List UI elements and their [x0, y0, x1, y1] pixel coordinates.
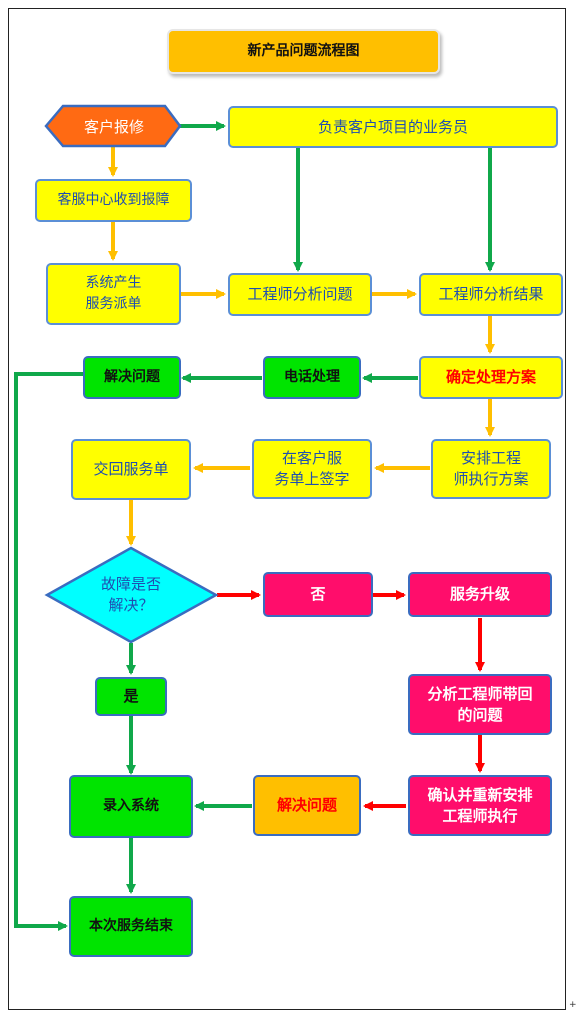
no-box: 否: [263, 572, 373, 617]
sales-rep-box: 负责客户项目的业务员: [228, 106, 558, 148]
return-service-box: 交回服务单: [71, 439, 191, 500]
service-end-box: 本次服务结束: [69, 896, 193, 957]
confirm-plan-box: 确定处理方案: [419, 356, 563, 399]
service-center-box: 客服中心收到报障: [35, 179, 192, 222]
diagram-frame: [8, 8, 566, 1010]
end-mark: +: [569, 1000, 577, 1010]
enter-system-box: 录入系统: [69, 775, 193, 838]
fault-decision-label: 故障是否 解决？: [100, 575, 161, 614]
solve-problem-left-box: 解决问题: [83, 356, 181, 399]
arrow-solve-to-end: [14, 372, 83, 931]
engineer-analyze-box: 工程师分析问题: [228, 273, 372, 316]
analyze-return-box: 分析工程师带回 的问题: [408, 674, 552, 735]
yes-box: 是: [95, 677, 167, 716]
arrange-engineer-box: 安排工程 师执行方案: [431, 439, 551, 499]
solve-problem-right-box: 解决问题: [253, 775, 361, 836]
page-title: 新产品问题流程图: [167, 29, 440, 74]
service-upgrade-box: 服务升级: [408, 572, 552, 617]
fault-decision-diamond: [44, 546, 219, 644]
customer-report-label: 客户报修: [83, 117, 144, 136]
customer-report-hexagon: [44, 104, 182, 148]
sign-service-box: 在客户服 务单上签字: [252, 439, 372, 499]
engineer-result-box: 工程师分析结果: [419, 273, 563, 316]
phone-handle-box: 电话处理: [263, 356, 361, 399]
reconfirm-box: 确认并重新安排 工程师执行: [408, 775, 552, 836]
system-dispatch-box: 系统产生 服务派单: [46, 263, 181, 325]
